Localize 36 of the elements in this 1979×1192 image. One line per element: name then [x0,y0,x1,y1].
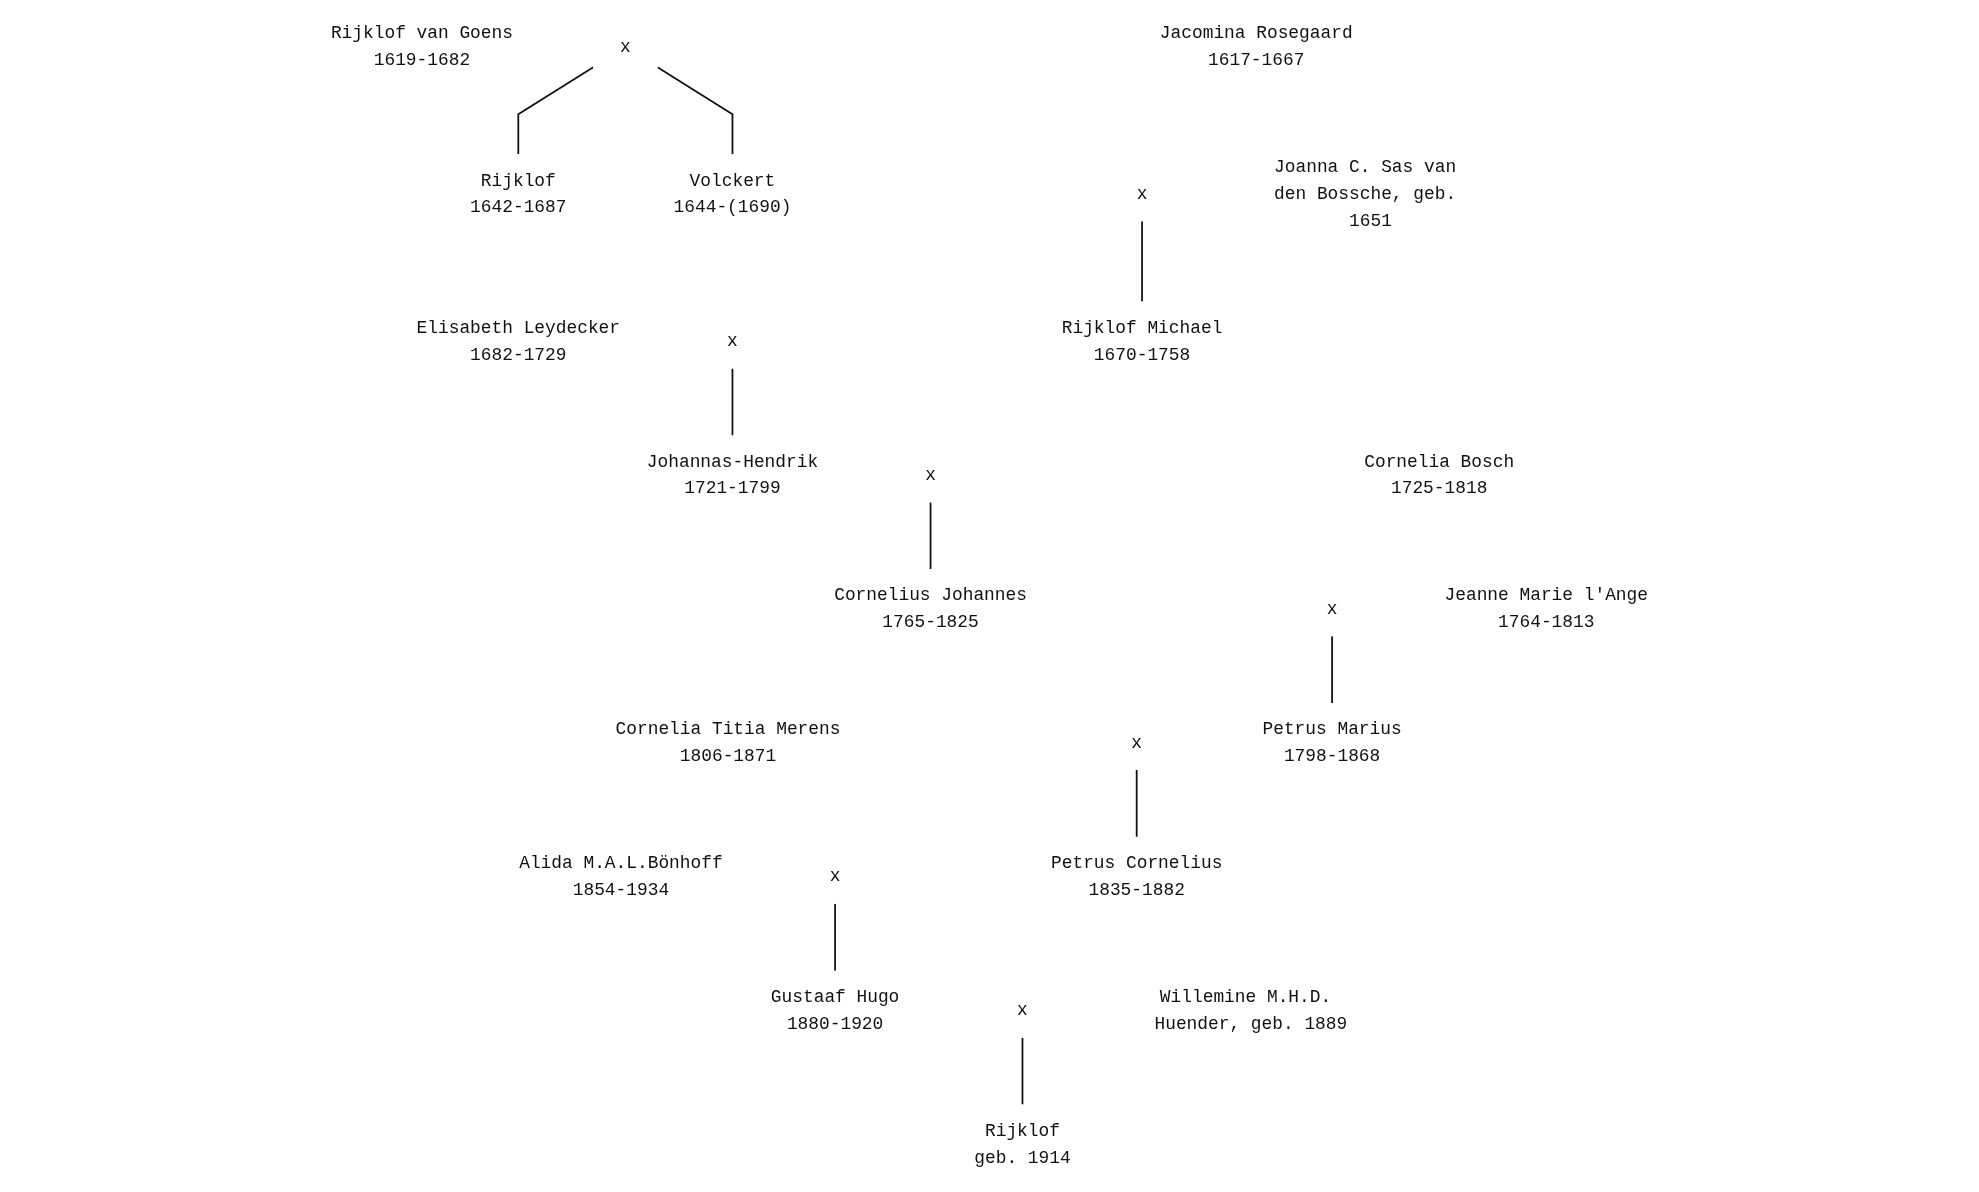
node-text: Cornelius Johannes 1765-1825 [834,585,1027,633]
node-text: Rijklof Michael 1670-1758 [1061,317,1223,365]
connector [1135,769,1138,838]
node-text: x [1326,598,1338,620]
node-text: Cornelia Titia Merens 1806-1871 [615,719,841,767]
connector [929,501,932,571]
node-text: Rijklof geb. 1914 [974,1120,1071,1168]
node-text: Rijklof van Goens 1619-1682 [330,23,514,71]
connector [1331,635,1334,704]
node-text: Jeanne Marie l'Ange 1764-1813 [1444,585,1649,633]
connector [1141,220,1143,303]
node-text: Joanna C. Sas van den Bossche, geb. 1651 [1274,157,1457,232]
node-text: Gustaaf Hugo 1880-1920 [770,986,900,1035]
node-text: x [1131,732,1143,754]
connector [731,367,734,437]
node-text: Petrus Marius 1798-1868 [1262,719,1402,767]
node-text: x [1017,1000,1028,1021]
node-text: Jacomina Rosegaard 1617-1667 [1159,23,1353,71]
node-text: Cornelia Bosch 1725-1818 [1364,451,1515,499]
node-text: Petrus Cornelius 1835-1882 [1051,852,1223,901]
node-text: x [1136,183,1148,205]
node-text: x [727,331,738,352]
node-text: Rijklof 1642-1687 [470,170,567,218]
node-text: x [620,36,631,58]
node-text: Alida M.A.L.Bönhoff 1854-1934 [519,852,723,901]
node-text: Johannas-Hendrik 1721-1799 [646,451,819,499]
connector [1021,1036,1024,1106]
node-text: x [829,866,841,887]
node-text: Elisabeth Leydecker 1682-1729 [416,317,621,365]
node-text: Volckert 1644-(1690) [673,170,792,218]
connector [834,902,836,972]
node-text: x [925,464,936,486]
node-text: Willemine M.H.D. Huender, geb. 1889 [1154,986,1348,1035]
connector [656,66,734,156]
connector [517,66,595,156]
family-tree-diagram: Rijklof van Goens 1619-1682 x Jacomina Rosegaard 1617-1667 Rijklof 1642-1687 Volckert 1644-(1690) x Joanna C. Sas van den Bossche, geb. 1651 Elisabeth Leydecker 1682-1729 x Rijklof Michael 1670-1758 Johannas-Hendrik 1721-1799 x Cornelia Bosch 1725-1818 Cornelius Johannes 1765-1825 x Jeanne Marie l'Ange 1764-1813 Cornelia Titia Merens 1806-1871 x Petrus Marius 1798-1868 Alida M.A.L.Bönhoff 1854-1934 x Petrus Cornelius 1835-1882 Gustaaf Hugo 1880-1920 x Willemine M.H.D. Huender, geb. 1889 Rijklof geb. 1914 [297,0,1682,1192]
